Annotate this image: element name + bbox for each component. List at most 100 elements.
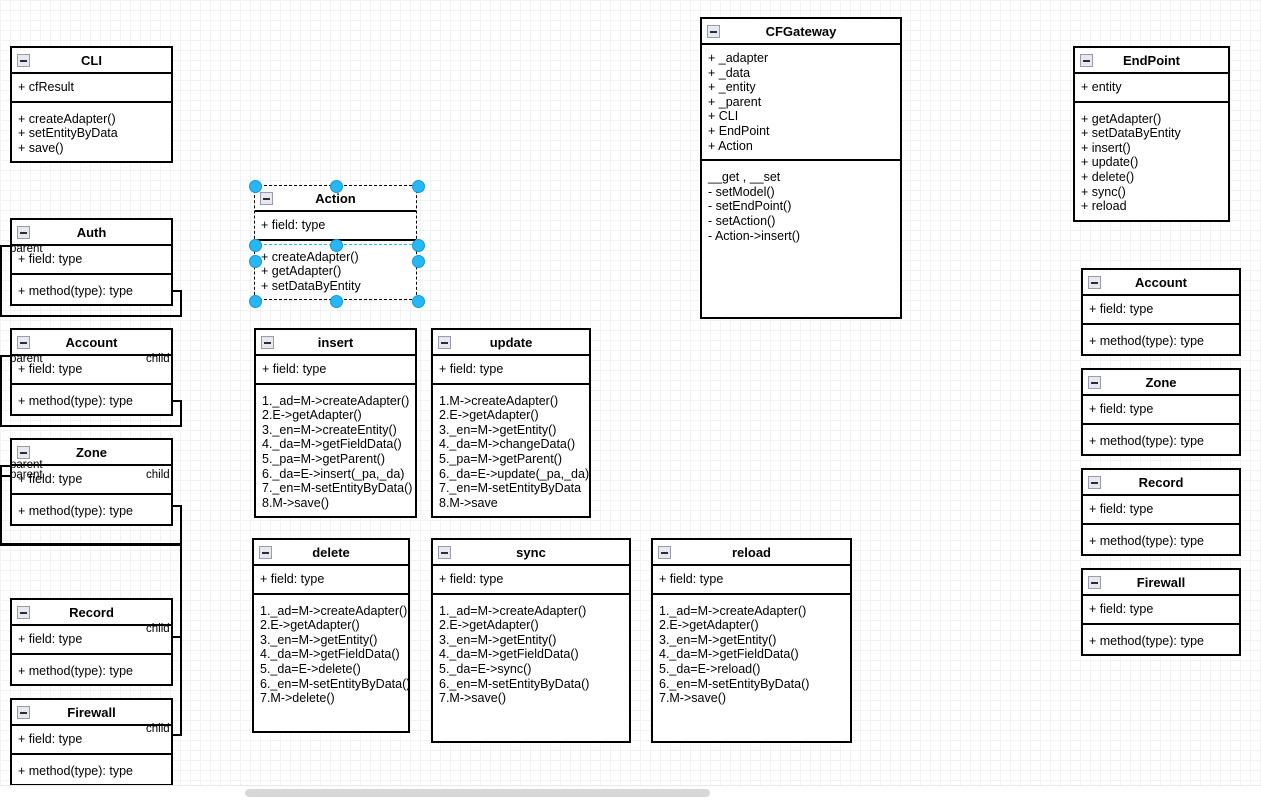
collapse-minus-icon[interactable] [17,226,30,239]
class-name: reload [731,545,771,560]
class-header-cfgateway[interactable]: CFGateway [702,19,900,45]
collapse-minus-icon[interactable] [17,706,30,719]
uml-class-firewall_left[interactable]: Firewall+ field: type+ method(type): typ… [10,698,173,787]
class-header-update[interactable]: update [433,330,589,356]
collapse-minus-icon[interactable] [17,336,30,349]
uml-class-cfgateway[interactable]: CFGateway+ _adapter+ _data+ _entity+ _pa… [700,17,902,319]
collapse-minus-icon[interactable] [1088,276,1101,289]
class-name: Account [1135,275,1187,290]
class-header-zone_right[interactable]: Zone [1083,370,1239,396]
class-name: Firewall [1136,575,1186,590]
method-line: + getAdapter() [261,264,342,279]
class-header-action[interactable]: Action [255,186,416,212]
class-header-zone_left[interactable]: Zone [12,440,171,466]
uml-class-auth[interactable]: Auth+ field: type+ method(type): type [10,218,173,307]
collapse-minus-icon[interactable] [438,546,451,559]
class-attributes-firewall_right: + field: type [1083,596,1239,625]
uml-class-firewall_right[interactable]: Firewall+ field: type+ method(type): typ… [1081,568,1241,657]
class-header-delete[interactable]: delete [254,540,408,566]
method-line: + delete() [1081,169,1135,184]
attribute-line: + _adapter [708,51,769,65]
collapse-minus-icon[interactable] [17,54,30,67]
selection-handle-e[interactable] [411,255,425,268]
class-methods-zone_right: + method(type): type [1083,425,1239,455]
class-attributes-account_left: + field: type [12,356,171,385]
attribute-line: + field: type [261,218,326,232]
collapse-minus-icon[interactable] [1088,576,1101,589]
collapse-minus-icon[interactable] [1080,54,1093,67]
horizontal-scrollbar-thumb[interactable] [245,789,710,797]
uml-class-endpoint[interactable]: EndPoint+ entity+ getAdapter()+ setDataB… [1073,46,1230,222]
class-header-cli[interactable]: CLI [12,48,171,74]
class-methods-account_left: + method(type): type [12,385,171,415]
class-header-sync[interactable]: sync [433,540,629,566]
class-methods-sync: 1._ad=M->createAdapter()2.E->getAdapter(… [433,595,629,712]
selection-handle-e-mid[interactable] [411,238,425,252]
selection-handle-ne[interactable] [411,179,425,193]
class-header-auth[interactable]: Auth [12,220,171,246]
collapse-minus-icon[interactable] [658,546,671,559]
horizontal-scrollbar-track[interactable] [0,785,1261,800]
uml-class-zone_right[interactable]: Zone+ field: type+ method(type): type [1081,368,1241,457]
method-line: 5._pa=M->getParent() [262,451,385,466]
uml-class-account_right[interactable]: Account+ field: type+ method(type): type [1081,268,1241,357]
attribute-line: + cfResult [18,80,74,94]
uml-class-account_left[interactable]: Account + field: type + method(type): type [10,328,173,417]
class-name: Account [65,335,118,350]
selection-handle-w-mid[interactable] [248,238,262,252]
selection-handle-se[interactable] [411,294,425,308]
collapse-minus-icon[interactable] [260,192,273,205]
collapse-minus-icon[interactable] [259,546,272,559]
method-line: 2.E->getAdapter() [262,408,362,423]
collapse-minus-icon[interactable] [1088,476,1101,489]
selection-handle-sw[interactable] [248,294,262,308]
uml-class-record_right[interactable]: Record+ field: type+ method(type): type [1081,468,1241,557]
collapse-minus-icon[interactable] [17,446,30,459]
collapse-minus-icon[interactable] [438,336,451,349]
class-attributes-endpoint: + entity [1075,74,1228,103]
uml-class-cli[interactable]: CLI+ cfResult+ createAdapter()+ setEntit… [10,46,173,164]
method-line: + reload [1081,199,1127,214]
class-header-record_left[interactable]: Record [12,600,171,626]
class-header-firewall_right[interactable]: Firewall [1083,570,1239,596]
selection-handle-s[interactable] [330,294,343,308]
connector-segment [0,245,2,317]
class-header-firewall_left[interactable]: Firewall [12,700,171,726]
class-methods-cfgateway: __get , __set- setModel()- setEndPoint()… [702,161,900,249]
class-header-account_left[interactable]: Account [12,330,171,356]
method-line: 6._en=M-setEntityByData() [439,676,590,691]
uml-class-zone_left[interactable]: Zone+ field: type+ method(type): type [10,438,173,527]
class-header-insert[interactable]: insert [256,330,415,356]
collapse-minus-icon[interactable] [261,336,274,349]
uml-class-record_left[interactable]: Record+ field: type+ method(type): type [10,598,173,687]
class-attributes-zone_left: + field: type [12,466,171,495]
method-line: 1._ad=M->createAdapter() [439,603,587,618]
class-attributes-firewall_left: + field: type [12,726,171,755]
connector-label-child: child [146,623,170,635]
attribute-line: + field: type [18,362,83,376]
selection-handle-w[interactable] [248,255,262,268]
class-header-reload[interactable]: reload [653,540,850,566]
collapse-minus-icon[interactable] [17,606,30,619]
attribute-line: + _data [708,65,751,80]
method-line: __get , __set [708,170,781,185]
method-line: 6._da=E->insert(_pa,_da) [262,466,405,481]
selection-handle-n[interactable] [330,179,343,193]
connector-segment [0,543,182,546]
attribute-line: + field: type [439,362,504,376]
collapse-minus-icon[interactable] [1088,376,1101,389]
class-header-account_right[interactable]: Account [1083,270,1239,296]
class-attributes-reload: + field: type [653,566,850,595]
selection-handle-mid[interactable] [330,238,343,252]
class-header-record_right[interactable]: Record [1083,470,1239,496]
collapse-minus-icon[interactable] [707,25,720,38]
class-name: Zone [75,445,108,460]
selection-handle-nw[interactable] [248,179,262,193]
class-header-endpoint[interactable]: EndPoint [1075,48,1228,74]
